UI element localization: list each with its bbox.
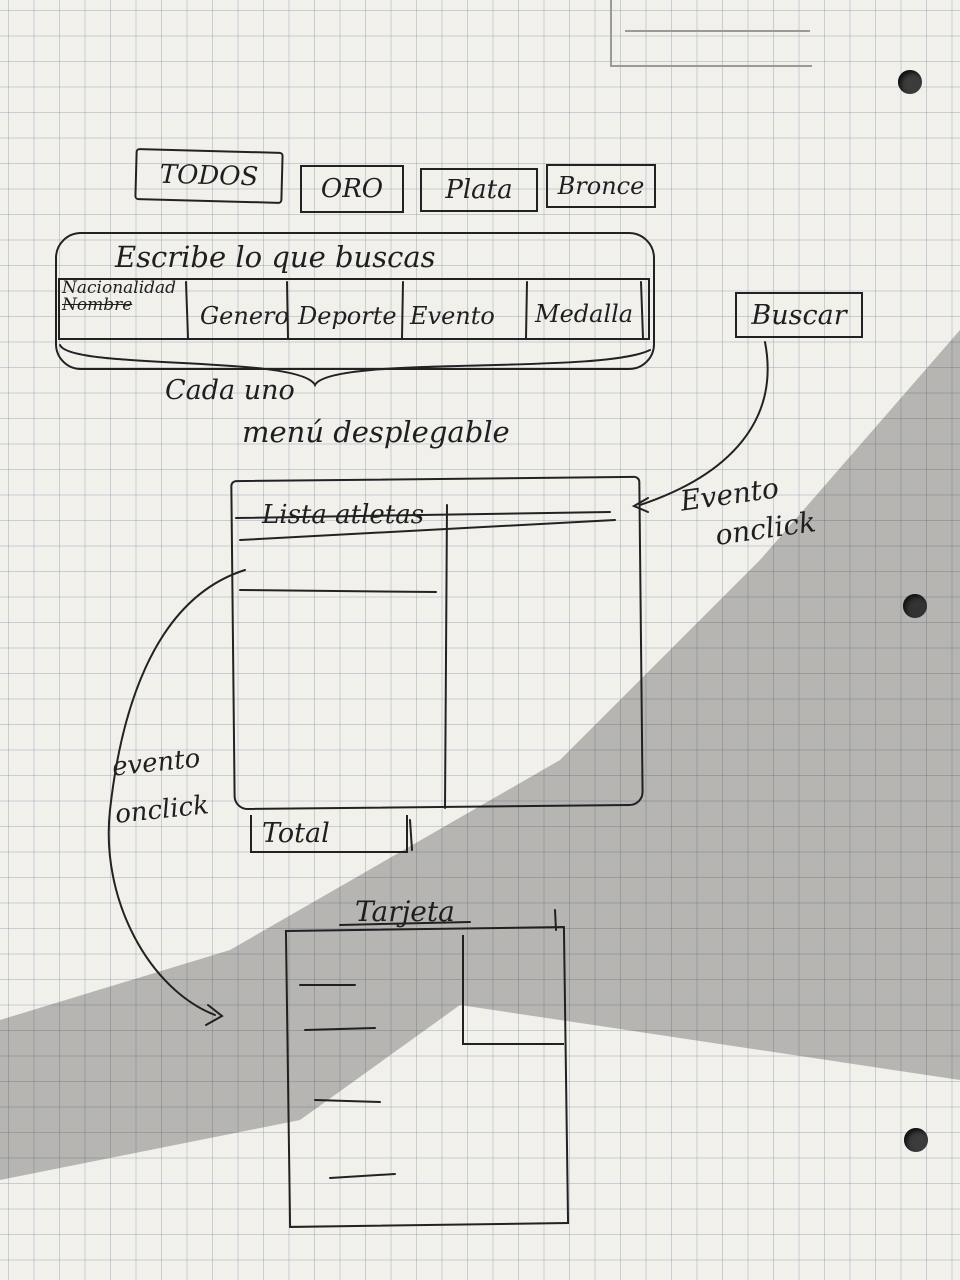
binder-hole bbox=[904, 1128, 928, 1152]
annotation-dropdowns: menú desplegable bbox=[242, 415, 510, 449]
card-image-placeholder bbox=[462, 935, 564, 1045]
annotation-line: menú desplegable bbox=[242, 415, 510, 449]
search-placeholder-label: Escribe lo que buscas bbox=[115, 240, 436, 274]
binder-hole bbox=[898, 70, 922, 94]
dropdown-label: Genero bbox=[200, 302, 289, 330]
annotation-line: Cada uno bbox=[165, 375, 295, 406]
buscar-button-label: Buscar bbox=[751, 299, 847, 331]
filter-button-bronce[interactable]: Bronce bbox=[546, 164, 656, 208]
filter-button-oro[interactable]: ORO bbox=[300, 165, 404, 213]
total-text: Total bbox=[262, 817, 330, 849]
search-container bbox=[55, 232, 655, 370]
total-label: Total bbox=[250, 815, 408, 853]
dropdown-label: Medalla bbox=[535, 300, 634, 328]
dropdown-medalla[interactable]: Medalla bbox=[535, 300, 633, 328]
dropdown-label: Nacionalidad bbox=[62, 278, 177, 298]
dropdown-row bbox=[58, 278, 650, 340]
sheet-header-lines bbox=[625, 30, 810, 32]
dropdown-label: Evento bbox=[410, 302, 495, 330]
buscar-button[interactable]: Buscar bbox=[735, 292, 863, 338]
dropdown-label: Deporte bbox=[298, 302, 397, 330]
sheet-header-lines bbox=[610, 0, 812, 67]
dropdown-evento[interactable]: Evento bbox=[410, 302, 495, 330]
dropdown-deporte[interactable]: Deporte bbox=[298, 302, 397, 330]
crossed-out-label: Nombre bbox=[62, 295, 133, 315]
filter-button-label: ORO bbox=[320, 174, 384, 204]
filter-button-plata[interactable]: Plata bbox=[420, 168, 538, 212]
dropdown-genero[interactable]: Genero bbox=[200, 302, 289, 330]
binder-hole bbox=[903, 594, 927, 618]
dropdown-nacionalidad[interactable]: Nacionalidad Nombre bbox=[62, 280, 187, 338]
filter-button-label: Plata bbox=[445, 175, 513, 205]
annotation-dropdowns: Cada uno bbox=[165, 375, 295, 406]
filter-button-label: Bronce bbox=[557, 172, 645, 200]
